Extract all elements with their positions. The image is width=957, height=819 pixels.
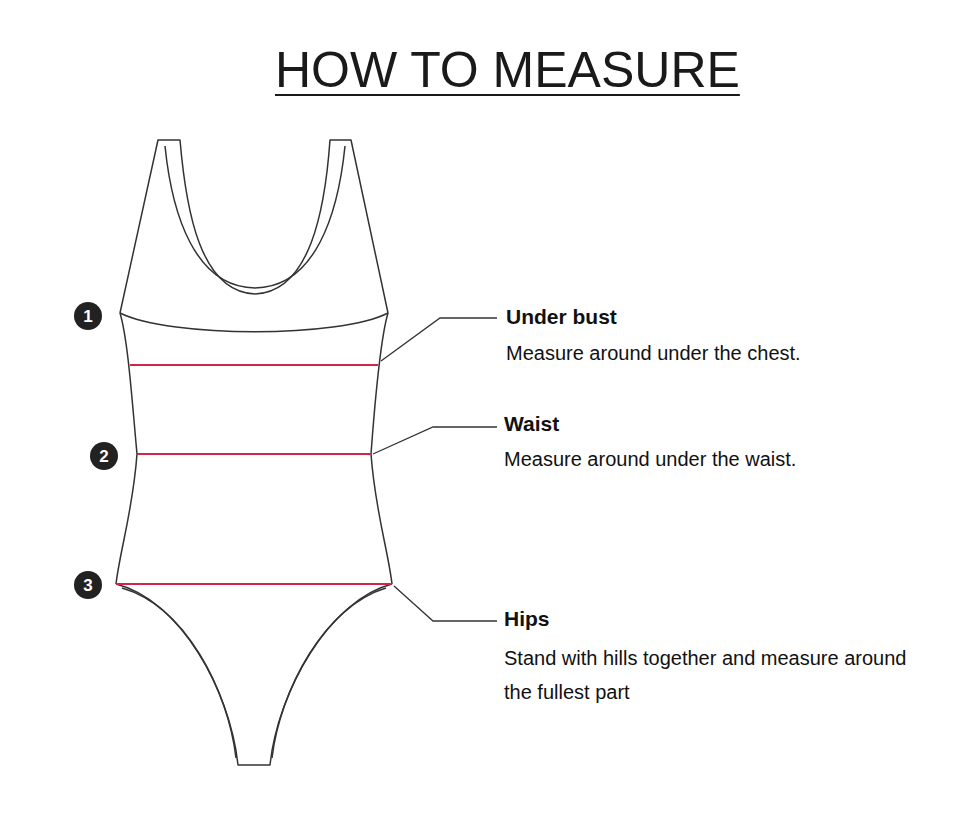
callout-number: 2 [99,448,108,465]
swimsuit-top [120,140,388,313]
leader-line [373,427,497,454]
part-heading: Hips [504,606,550,631]
leg-opening [116,584,392,765]
left-side [116,313,137,584]
callout-circle: 2 [90,442,118,470]
instruction-text: Stand with hills together and measure ar… [504,641,944,709]
part-heading: Under bust [506,304,617,329]
left-leg-trim [122,588,236,758]
measure-line [137,453,371,455]
instruction-text: Measure around under the chest. [506,341,801,365]
part-heading: Waist [504,411,559,436]
bust-seam [120,313,388,332]
measure-line [116,583,392,585]
right-side [371,313,392,584]
leader-line [394,586,497,621]
measure-line [130,364,378,366]
callout-number: 3 [83,577,92,594]
callout-number: 1 [83,308,92,325]
diagram-title: HOW TO MEASURE [275,40,740,100]
callout-circle: 3 [74,571,102,599]
right-leg-trim [272,588,386,758]
callout-circle: 1 [74,302,102,330]
instruction-text: Measure around under the waist. [504,447,796,471]
leader-line [381,318,497,361]
neck-trim [165,146,345,288]
